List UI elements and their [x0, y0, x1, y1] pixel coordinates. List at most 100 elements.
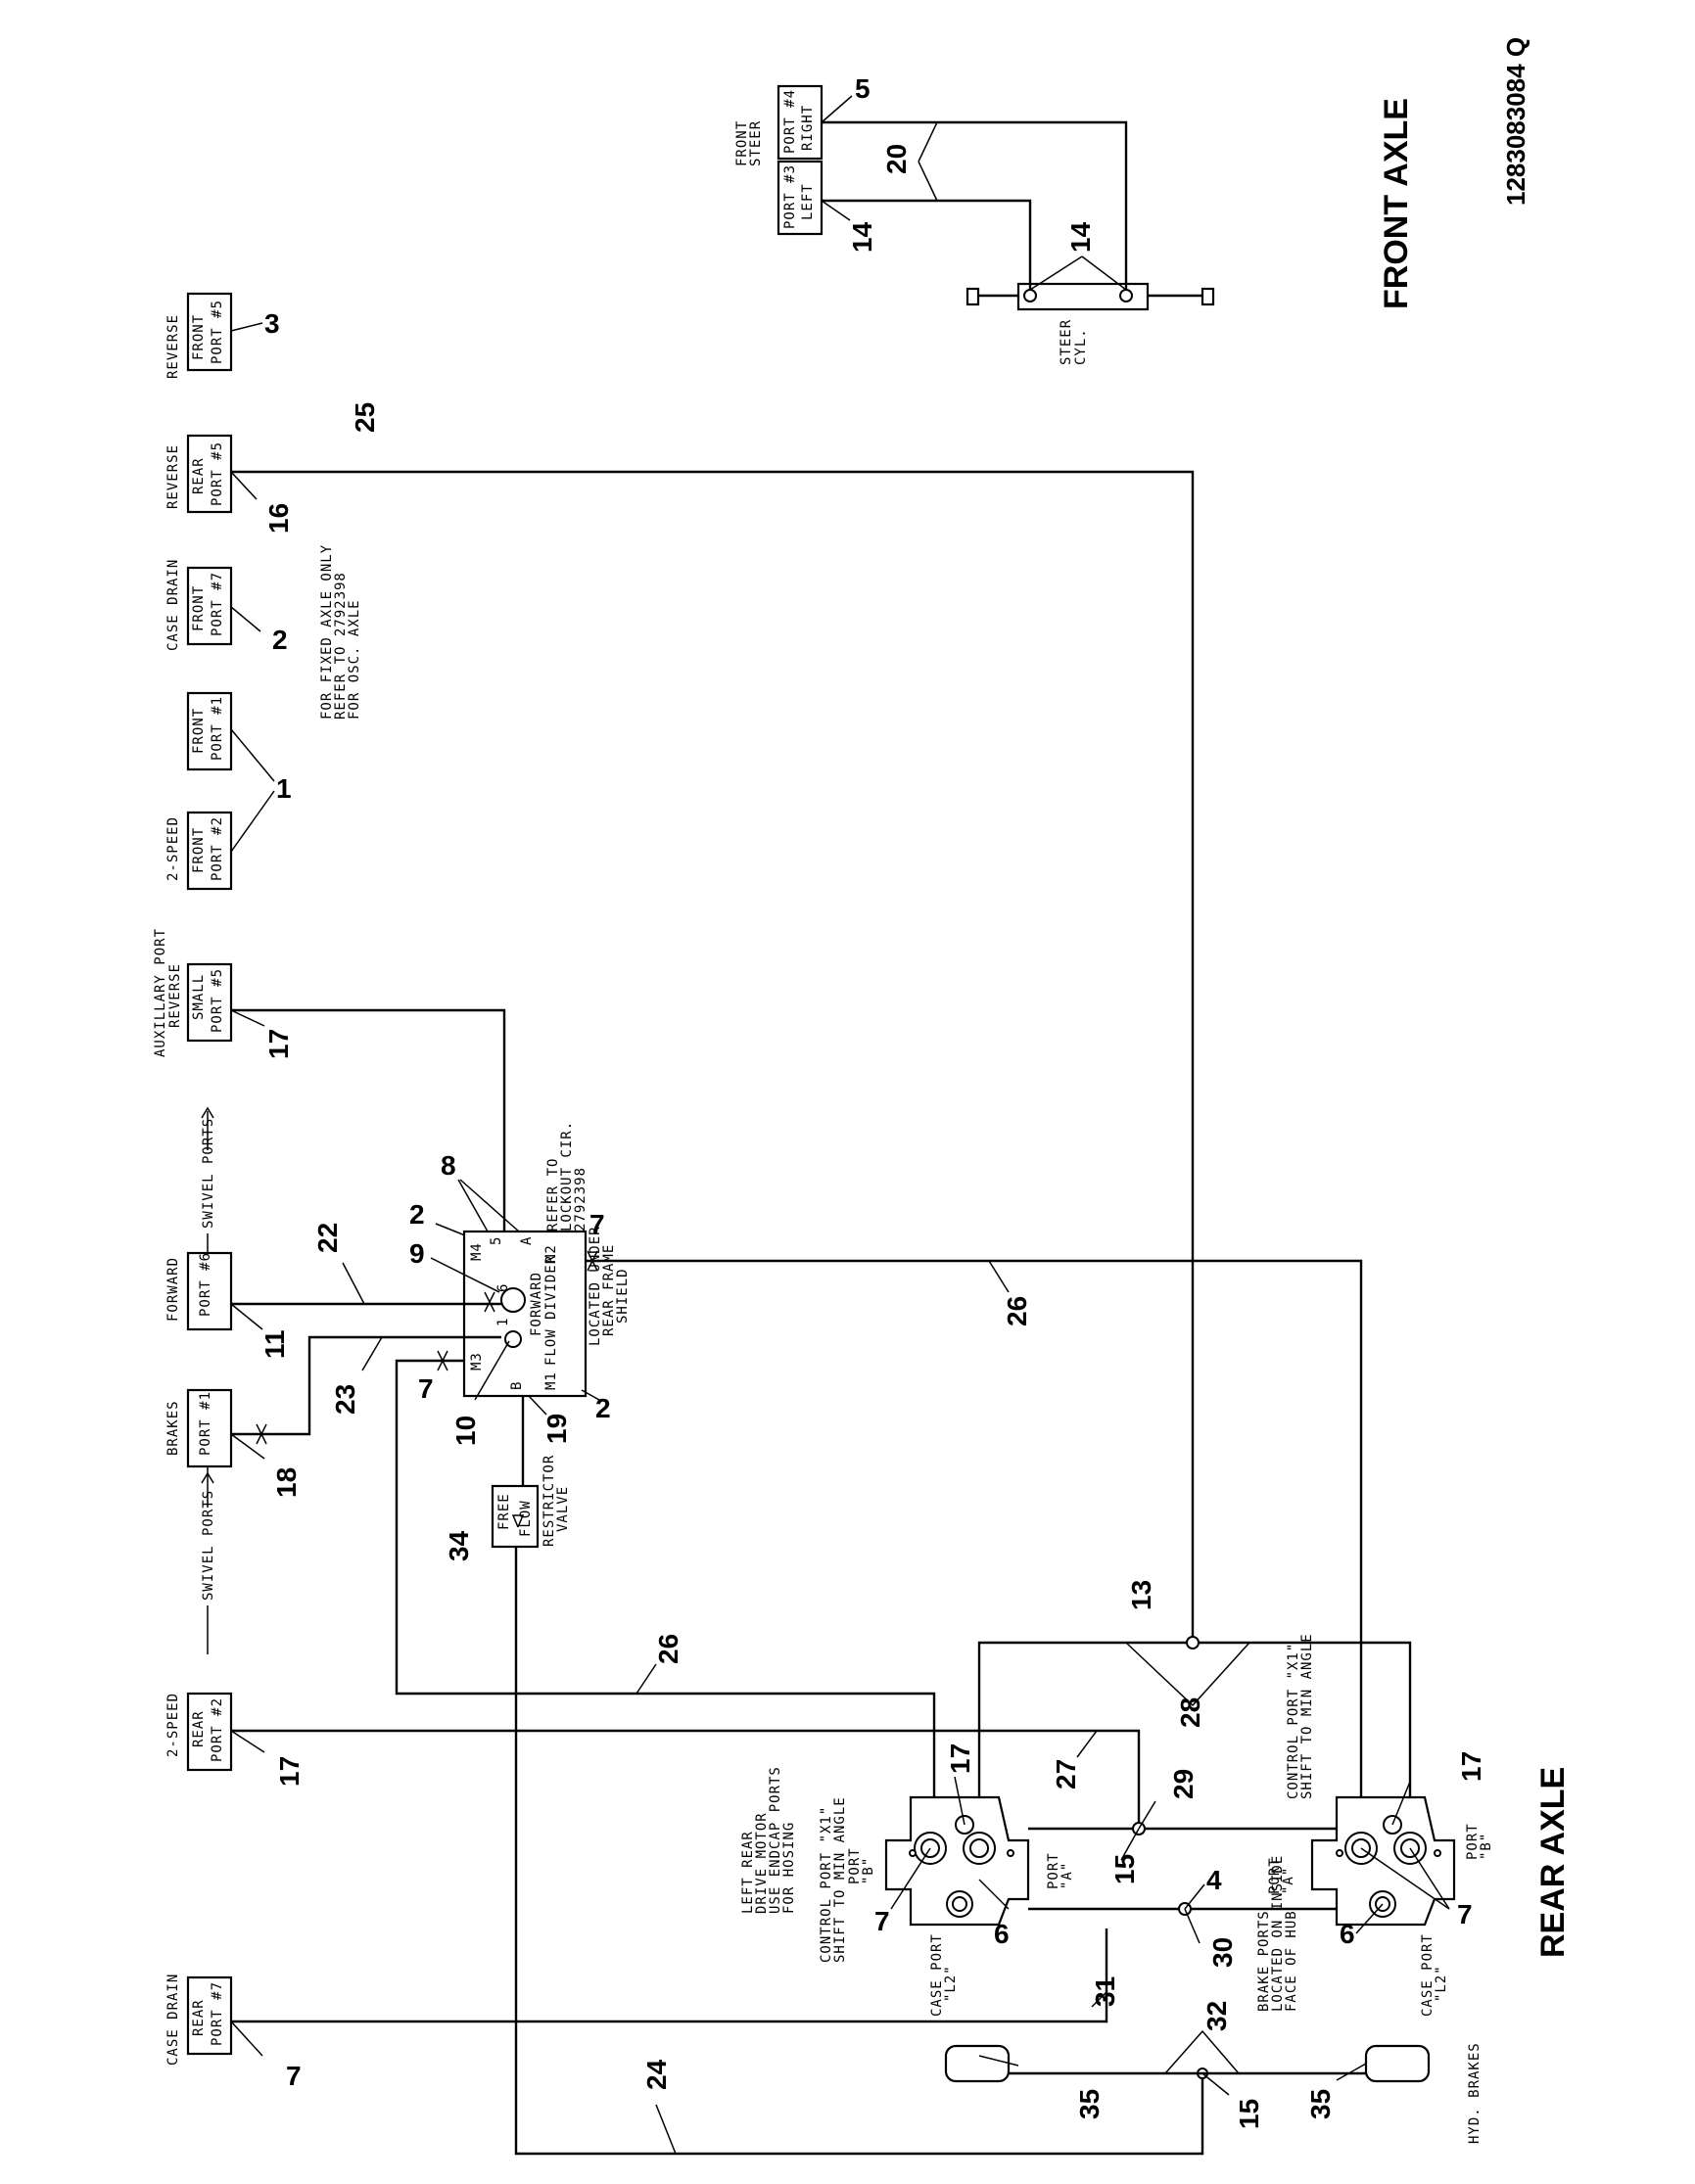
port-label-line3: PORT #2	[210, 1697, 225, 1762]
case-l2-right: "L2"	[1434, 1965, 1449, 2002]
port-label-line1: AUXILLARY PORT	[153, 928, 168, 1057]
control-x1-right: CONTROL PORT "X1"	[1286, 1643, 1301, 1799]
callout-18: 18	[271, 1467, 302, 1498]
port-label-line2: FRONT	[191, 827, 207, 873]
callout-32: 32	[1201, 2001, 1232, 2031]
port-front-1: FRONT PORT #1	[186, 691, 233, 771]
callout-14: 14	[1065, 221, 1096, 253]
port-2speed-rear: 2-SPEED REAR PORT #2	[165, 1692, 233, 1772]
port-label-line4: PORT #5	[210, 968, 225, 1033]
callout-20: 20	[881, 144, 912, 174]
callout-11: 11	[259, 1329, 290, 1359]
control-x1-left: CONTROL PORT "X1"	[819, 1806, 834, 1963]
fixed-axle-note: FOR OSC. AXLE	[347, 599, 362, 720]
port-label-line1: FRONT	[191, 708, 207, 754]
port-label-line1: 2-SPEED	[165, 1693, 181, 1757]
port-b-left: "B"	[861, 1857, 876, 1884]
steer-cyl-label: STEER	[1059, 319, 1074, 365]
callout-3: 3	[264, 308, 280, 339]
left-rear-note: DRIVE MOTOR	[754, 1812, 770, 1914]
callout-15: 15	[1109, 1854, 1140, 1884]
pin-1: 1	[495, 1318, 511, 1326]
port-label-line2: RIGHT	[800, 105, 816, 151]
port-steer-3-left: PORT #3 LEFT	[777, 160, 824, 236]
callout-28: 28	[1175, 1697, 1205, 1728]
callout-7: 7	[418, 1373, 434, 1404]
callout-5: 5	[855, 73, 871, 104]
port-label-line2: REAR	[191, 457, 207, 494]
front-axle-title: FRONT AXLE	[1378, 98, 1415, 309]
callout-15: 15	[1234, 2099, 1264, 2129]
located-under-note: SHIELD	[615, 1268, 631, 1324]
restrictor-valve: FREE FLOW RESTRICTOR VALVE	[491, 1455, 571, 1549]
document-number: 1283083084 Q	[1501, 37, 1530, 206]
port-label-line1: BRAKES	[165, 1400, 181, 1456]
lockout-note: LOCKOUT CIR.	[559, 1121, 575, 1231]
port-steer-4-right: PORT #4 RIGHT	[777, 84, 824, 161]
brake-ports-note: BRAKE PORTS	[1256, 1910, 1272, 2012]
brake-ports-note: FACE OF HUB	[1284, 1910, 1299, 2012]
port-label-line2: PORT #1	[198, 1391, 213, 1456]
left-rear-note: USE ENDCAP PORTS	[768, 1766, 783, 1914]
port-forward-6: FORWARD PORT #6	[165, 1251, 233, 1331]
crimp-marks	[256, 1250, 598, 1445]
port-label-line1: REVERSE	[165, 444, 181, 509]
fixed-axle-note: FOR FIXED AXLE ONLY	[319, 544, 335, 720]
port-label-line2: PORT #6	[198, 1252, 213, 1317]
fixed-axle-note: REFER TO 2792398	[333, 572, 349, 720]
callout-13: 13	[1126, 1580, 1156, 1610]
hose-lines	[231, 470, 1412, 2156]
callout-2: 2	[409, 1199, 425, 1230]
callout-22: 22	[312, 1223, 343, 1253]
callout-2: 2	[595, 1393, 611, 1423]
case-l2-left: "L2"	[943, 1965, 959, 2002]
port-label-line2: REVERSE	[167, 963, 183, 1028]
callout-30: 30	[1207, 1937, 1238, 1968]
port-reverse-front: REVERSE FRONT PORT #5	[165, 292, 233, 379]
callout-2: 2	[272, 625, 288, 655]
pin-5: 5	[489, 1236, 504, 1245]
port-case-drain-rear: CASE DRAIN REAR PORT #7	[165, 1974, 233, 2066]
port-2speed-front: 2-SPEED FRONT PORT #2	[165, 811, 233, 891]
port-label-line1: PORT #4	[782, 89, 798, 154]
steer-cyl-label: CYL.	[1073, 328, 1089, 365]
port-b-right: PORT	[1465, 1823, 1481, 1860]
hydraulic-brakes	[944, 2029, 1431, 2083]
port-case-drain-front: CASE DRAIN FRONT PORT #7	[165, 559, 233, 651]
port-label-line1: CASE DRAIN	[165, 559, 181, 651]
callout-26: 26	[1002, 1296, 1032, 1326]
port-label-line2: LEFT	[800, 183, 816, 220]
port-label-line2: FRONT	[191, 585, 207, 631]
callout-9: 9	[409, 1238, 425, 1269]
callout-7: 7	[589, 1209, 605, 1239]
callout-10: 10	[450, 1416, 481, 1446]
steer-cylinder: STEER CYL.	[965, 282, 1215, 365]
port-brakes-1: BRAKES PORT #1	[165, 1388, 233, 1468]
control-x1-right: SHIFT TO MIN ANGLE	[1299, 1633, 1315, 1799]
port-label-line3: PORT #5	[210, 441, 225, 506]
located-under-note: REAR FRAME	[601, 1244, 617, 1336]
located-under-note: LOCATED UNDER	[588, 1226, 603, 1346]
free-flow-label: FLOW	[518, 1500, 534, 1537]
case-l2-left: CASE PORT	[929, 1933, 945, 2017]
port-aux-small: AUXILLARY PORT REVERSE SMALL PORT #5	[153, 928, 233, 1057]
port-label-line2: FRONT	[191, 314, 207, 360]
callout-17: 17	[274, 1756, 305, 1787]
pin-a: A	[519, 1236, 535, 1245]
port-reverse-rear: REVERSE REAR PORT #5	[165, 434, 233, 514]
port-label-line2: PORT #1	[210, 696, 225, 761]
brake-ports-note: LOCATED ON INSIDE	[1270, 1855, 1286, 2012]
pin-6: 6	[495, 1283, 511, 1292]
pin-b: B	[509, 1381, 525, 1390]
lockout-note: REFER TO	[545, 1158, 561, 1231]
swivel-ports-bottom: SWIVEL PORTS	[201, 1466, 216, 1654]
lockout-note: 2792398	[573, 1167, 589, 1231]
callout-6: 6	[994, 1919, 1010, 1949]
callout-27: 27	[1051, 1759, 1081, 1789]
port-label-line1: REVERSE	[165, 314, 181, 379]
pin-m2: M2	[543, 1244, 559, 1263]
port-label-line1: PORT #3	[782, 164, 798, 229]
port-a-right: PORT	[1267, 1857, 1283, 1894]
port-label-line2: REAR	[191, 1999, 207, 2036]
